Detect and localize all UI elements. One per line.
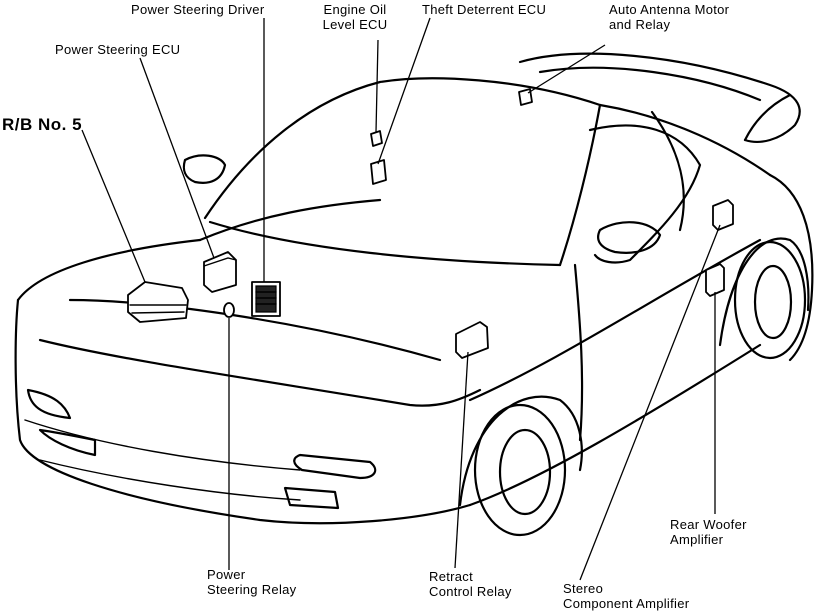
label-theft-deterrent-ecu: Theft Deterrent ECU (422, 2, 547, 17)
label-engine-oil-line2: Level ECU (322, 17, 388, 32)
label-power-steering-relay: Power Steering Relay (207, 567, 296, 597)
leader-lines (81, 17, 721, 581)
rear-woofer-part (705, 263, 725, 297)
label-auto-antenna-line2: and Relay (609, 17, 671, 32)
stereo-amp-part (712, 199, 734, 231)
engine-oil-level-ecu-part (370, 130, 383, 147)
label-rb-no5: R/B No. 5 (2, 115, 83, 134)
label-auto-antenna: Auto Antenna Motor and Relay (609, 2, 729, 32)
power-steering-relay-part (223, 302, 235, 318)
theft-deterrent-ecu-part (370, 159, 387, 185)
label-power-steering-ecu: Power Steering ECU (55, 42, 181, 57)
label-power-steering-relay-line1: Power (207, 567, 246, 582)
label-rear-woofer-amplifier: Rear Woofer Amplifier (670, 517, 747, 547)
label-engine-oil-line1: Engine Oil (323, 2, 387, 17)
label-engine-oil-level-ecu: Engine Oil Level ECU (320, 2, 390, 32)
rb-no5-box (127, 281, 189, 323)
label-stereo-component-amplifier: Stereo Component Amplifier (563, 581, 689, 611)
power-steering-ecu-box (203, 251, 237, 293)
label-stereo-line1: Stereo (563, 581, 604, 596)
label-rear-woofer-line1: Rear Woofer (670, 517, 747, 532)
label-power-steering-driver: Power Steering Driver (131, 2, 265, 17)
power-steering-driver-box (251, 281, 281, 317)
label-rear-woofer-line2: Amplifier (670, 532, 724, 547)
retract-control-relay-part (455, 321, 489, 359)
label-retract-line2: Control Relay (429, 584, 512, 599)
label-retract-control-relay: Retract Control Relay (429, 569, 512, 599)
label-power-steering-relay-line2: Steering Relay (207, 582, 297, 597)
label-retract-line1: Retract (429, 569, 474, 584)
label-auto-antenna-line1: Auto Antenna Motor (609, 2, 730, 17)
label-stereo-line2: Component Amplifier (563, 596, 690, 611)
